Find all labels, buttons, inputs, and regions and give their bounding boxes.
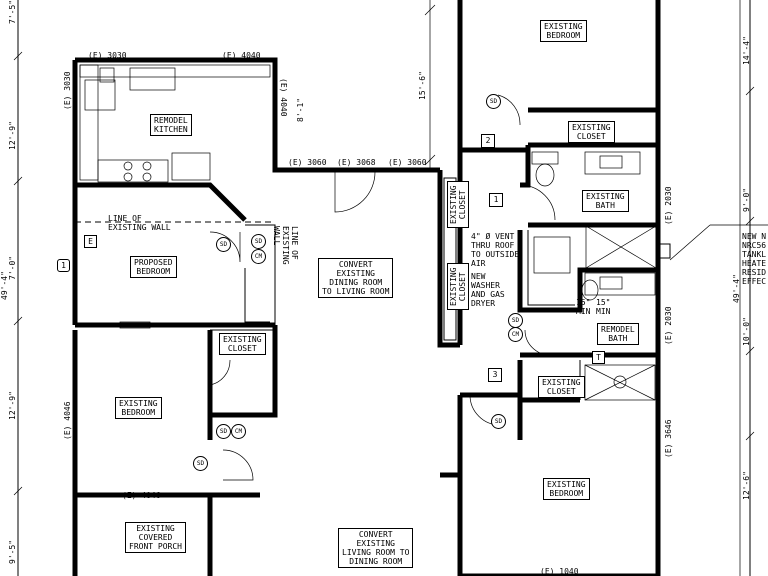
window-label: (E) 2030 [664,186,673,225]
smoke-detector-icon: SD [216,237,231,252]
smoke-detector-icon: SD [251,234,266,249]
window-label: (E) 3030 [63,71,72,110]
co-monitor-icon: CM [508,327,523,342]
window-label: (E) 3068 [337,158,376,167]
dimension-label: 9'-5" [8,539,17,564]
smoke-detector-icon: SD [193,456,208,471]
smoke-detector-icon: SD [486,94,501,109]
dimension-label: 7'-0" [8,255,17,280]
dimension-label: 15'-6" [418,71,427,100]
dimension-label: 49'-4" [732,274,741,303]
note-ceiling-height: 8'-1" [296,97,305,122]
dimension-label: 7'-5" [8,0,17,24]
co-monitor-icon: CM [231,424,246,439]
dimension-label: 49'-4" [0,271,9,300]
dimension-label: 12'-9" [8,121,17,150]
window-label: (E) 1040 [540,567,579,576]
window-label: (E) 2030 [664,306,673,345]
dimension-label: 14'-4" [742,36,751,65]
keynote-marker: 1 [57,259,70,272]
window-label: (E) 4040 [222,51,261,60]
dimension-label: 12'-9" [8,391,17,420]
smoke-detector-icon: SD [491,414,506,429]
window-label: (E) 4040 [279,78,288,117]
dimension-label: 12'-6" [742,471,751,500]
thermostat-icon: T [592,351,605,364]
dimension-label: 9'-0" [742,187,751,212]
smoke-detector-icon: SD [508,313,523,328]
window-label: (E) 4046 [122,491,161,500]
keynote-marker: 3 [488,368,502,382]
smoke-detector-icon: SD [216,424,231,439]
window-label: (E) 3646 [664,419,673,458]
co-monitor-icon: CM [251,249,266,264]
window-label: (E) 4046 [63,401,72,440]
window-label: (E) 3030 [88,51,127,60]
window-label: (E) 3060 [288,158,327,167]
keynote-marker: 2 [481,134,495,148]
note-min-clearance: 15"MIN [576,298,591,316]
window-label: (E) 3060 [388,158,427,167]
dimension-label: 10'-0" [742,317,751,346]
electrical-panel-icon: E [84,235,97,248]
keynote-marker: 1 [489,193,503,207]
note-min-clearance: 15"MIN [596,298,611,316]
